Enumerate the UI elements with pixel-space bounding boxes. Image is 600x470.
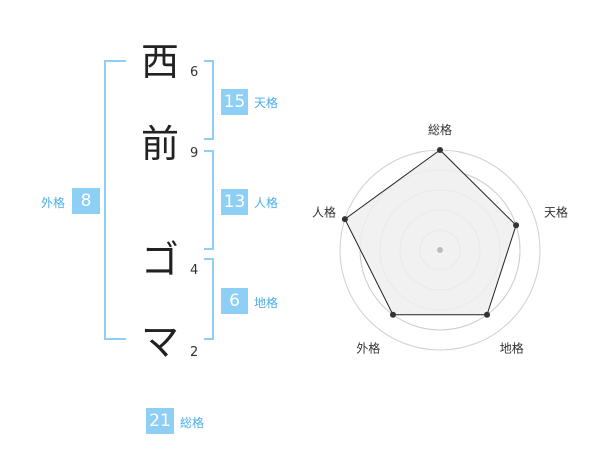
soukaku-label: 総格 [180, 416, 205, 430]
radar-data-polygon [344, 149, 517, 316]
radar-point-1 [437, 147, 443, 153]
gaikaku-label: 外格 [41, 196, 66, 210]
stroke-count-2: 9 [190, 146, 199, 161]
radar-axis-label-1: 総格 [428, 122, 452, 137]
tenkaku-bracket [204, 60, 214, 140]
name-char-3: ゴ [140, 238, 179, 282]
jinkaku-label: 人格 [254, 196, 279, 210]
soukaku-value: 21 [146, 408, 174, 434]
gaikaku-value: 8 [72, 188, 100, 214]
stroke-count-4: 2 [190, 345, 199, 360]
chikaku-value: 6 [221, 288, 248, 314]
name-char-2: 前 [140, 122, 179, 166]
radar-point-2 [513, 222, 520, 229]
radar-point-4 [389, 311, 396, 318]
radar-axis-label-3: 地格 [500, 341, 524, 356]
radar-axis-label-5: 人格 [312, 204, 336, 219]
chikaku-label: 地格 [254, 296, 279, 310]
chikaku-bracket [204, 258, 214, 340]
radar-axis-label-4: 外格 [356, 341, 380, 356]
name-char-1: 西 [140, 40, 179, 84]
tenkaku-label: 天格 [254, 96, 279, 110]
jinkaku-bracket [204, 150, 214, 250]
jinkaku-value: 13 [221, 189, 248, 215]
radar-axis-label-2: 天格 [544, 204, 568, 219]
radar-center-dot [437, 247, 443, 253]
gaikaku-bracket [104, 60, 126, 340]
radar-point-5 [341, 216, 348, 223]
name-char-4: マ [140, 320, 179, 364]
stroke-count-1: 6 [190, 65, 199, 80]
stroke-count-3: 4 [190, 263, 199, 278]
radar-point-3 [484, 311, 491, 318]
tenkaku-value: 15 [221, 89, 248, 115]
